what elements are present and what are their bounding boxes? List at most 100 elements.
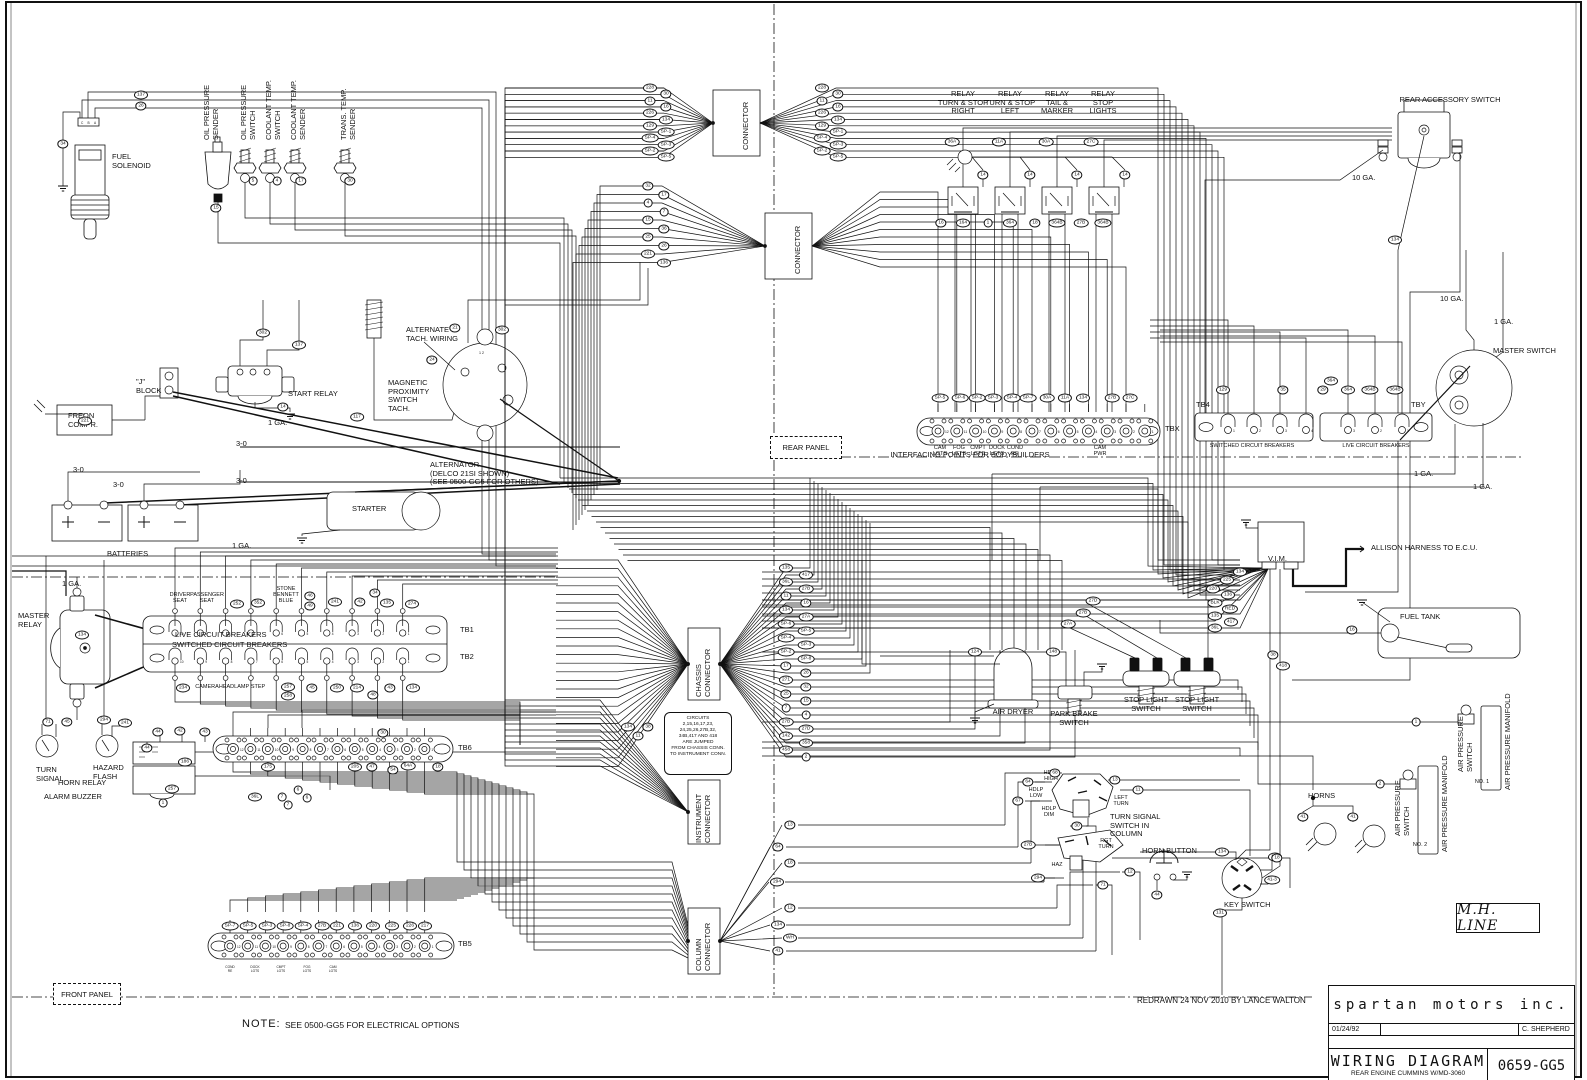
wire-tag: 25 xyxy=(642,232,654,242)
wire-tag: 11 xyxy=(1132,785,1144,795)
wire-tag: 137 xyxy=(133,90,149,100)
hdlp-low-label: HDLP LOW xyxy=(1028,787,1044,800)
wire-tag: 46 xyxy=(304,591,316,601)
wire-tag: 136 xyxy=(1220,590,1236,600)
air-pressure-manifold-2-label: AIR PRESSURE MANIFOLD xyxy=(1440,755,1449,852)
wire-tag: 17 xyxy=(780,661,792,671)
wire-tag: 364 xyxy=(1323,376,1339,386)
svg-text:8: 8 xyxy=(231,660,233,664)
wire-tag: 41-3 xyxy=(1264,875,1280,885)
wire-tag: 38 xyxy=(1267,650,1279,660)
tb2-label: TB2 xyxy=(460,652,474,661)
column-connector-label: COLUMN CONNECTOR xyxy=(694,922,712,971)
wire-tag: 358 xyxy=(798,738,814,748)
svg-text:2: 2 xyxy=(1380,429,1382,433)
air-dryer-label: AIR DRYER xyxy=(992,707,1034,716)
trans-temp-sender-label: TRANS. TEMP. SENDER xyxy=(339,88,357,140)
drawing-subtitle: REAR ENGINE CUMMINS W/MD-3060 xyxy=(1350,1070,1466,1077)
svg-text:2: 2 xyxy=(382,660,384,664)
wire-tag: 32 xyxy=(642,181,654,191)
svg-text:1: 1 xyxy=(1152,430,1154,434)
svg-text:6: 6 xyxy=(344,748,346,752)
wire-tag: 27B xyxy=(314,921,330,931)
wire-tag: 134 xyxy=(770,920,786,930)
drawing-title-cell: WIRING DIAGRAM REAR ENGINE CUMMINS W/MD-… xyxy=(1329,1048,1487,1080)
ga-10-a-label: 10 GA. xyxy=(1352,173,1376,182)
svg-text:1: 1 xyxy=(432,945,434,949)
wire-tag: 226 xyxy=(642,108,658,118)
air-pressure-switch-2-label: AIR PRESSURE SWITCH xyxy=(1393,780,1411,836)
svg-text:3: 3 xyxy=(1353,429,1355,433)
wire-tag: 294 xyxy=(1030,873,1046,883)
passenger-seat-label: PASSENGER SEAT xyxy=(190,592,224,605)
wire-tag: 44 xyxy=(1151,890,1163,900)
wire-tag: 7 xyxy=(277,792,287,802)
svg-text:3: 3 xyxy=(1285,429,1287,433)
svg-text:1: 1 xyxy=(1233,429,1235,433)
turn-signal-label: TURN SIGNAL xyxy=(36,765,64,783)
wire-tag: 27D xyxy=(798,724,814,734)
batteries-label: BATTERIES xyxy=(107,549,149,558)
wire-tag: 15 xyxy=(642,215,654,225)
master-switch-label: MASTER SWITCH xyxy=(1493,346,1556,355)
wire-tag: RED xyxy=(1221,604,1239,614)
wire-tag: 228 xyxy=(642,83,658,93)
wire-tag: 220 xyxy=(365,921,381,931)
svg-text:1 2: 1 2 xyxy=(479,351,484,355)
wire-tag: 364B xyxy=(1048,218,1066,228)
stone-bennett-blue-label: STONE BENNETT BLUE xyxy=(273,586,299,605)
wire-tag: 64 xyxy=(772,842,784,852)
wire-tag: 34 xyxy=(369,588,381,598)
wire-tag: 1 xyxy=(983,218,993,228)
wire-tag: SP-7 xyxy=(1019,393,1037,403)
wire-tag: WH xyxy=(783,933,797,943)
ga-10-b-label: 10 GA. xyxy=(1440,294,1464,303)
wire-tag: SP-1 xyxy=(657,127,675,137)
wire-tag: 16 xyxy=(800,598,812,608)
air-pressure-manifold-1-label: AIR PRESSURE MANIFOLD xyxy=(1503,693,1512,790)
wire-tag: 228 xyxy=(814,83,830,93)
wire-tag: 64 xyxy=(1022,777,1034,787)
tbx-dock-lgts-label: DOCK LGTS xyxy=(989,445,1005,458)
wire-tag: SP-2 xyxy=(641,146,659,156)
wire-tag: 47 xyxy=(366,762,378,772)
svg-text:9: 9 xyxy=(292,748,294,752)
wire-tag: 16 xyxy=(935,218,947,228)
svg-text:B: B xyxy=(88,121,90,125)
fuel-tank-label: FUEL TANK xyxy=(1400,612,1441,621)
wire-tag: 41 xyxy=(1347,812,1359,822)
starter-label: STARTER xyxy=(352,504,387,513)
tby-label: TBY xyxy=(1411,400,1426,409)
wire-tag: 129 xyxy=(814,121,830,131)
svg-text:9: 9 xyxy=(205,660,207,664)
wire-tag: SP-5 xyxy=(931,393,949,403)
wire-tag: 29 xyxy=(1317,385,1329,395)
switched-circuit-breakers-label: SWITCHED CIRCUIT BREAKERS xyxy=(172,640,288,649)
svg-text:6: 6 xyxy=(281,632,283,636)
svg-text:8: 8 xyxy=(1020,430,1022,434)
cable-30-b-label: 3-0 xyxy=(113,480,124,489)
wire-tag: 27D xyxy=(1085,596,1101,606)
wire-tag: 4 xyxy=(272,176,282,186)
wire-tag: 36L xyxy=(1207,623,1223,633)
svg-text:2: 2 xyxy=(414,748,416,752)
wire-tag: 124 xyxy=(967,647,983,657)
wire-tag: 27B xyxy=(1020,840,1036,850)
svg-text:DOCK: DOCK xyxy=(250,965,260,969)
ga-1-f-label: 1 GA. xyxy=(62,579,82,588)
alternator-label: ALTERNATOR (DELCO 21SI SHOWN) (SEE 0500-… xyxy=(430,460,539,487)
wire-tag: 364B xyxy=(1361,385,1379,395)
company-name: spartan motors inc. xyxy=(1329,986,1574,1024)
svg-text:9: 9 xyxy=(1001,430,1003,434)
wire-tag: 15 xyxy=(800,696,812,706)
wire-tag: 27B xyxy=(778,717,794,727)
wire-tag: 27C xyxy=(1122,393,1138,403)
wire-tag: 13 xyxy=(1109,775,1121,785)
wire-tag: 271 xyxy=(778,675,794,685)
wire-tag: 34 xyxy=(57,139,69,149)
wire-tag: SP-3 xyxy=(258,921,276,931)
ga-1-a-label: 1 GA. xyxy=(1494,317,1514,326)
fuel-solenoid-label: FUEL SOLENOID xyxy=(112,152,151,170)
wire-tag: 16 xyxy=(660,102,672,112)
